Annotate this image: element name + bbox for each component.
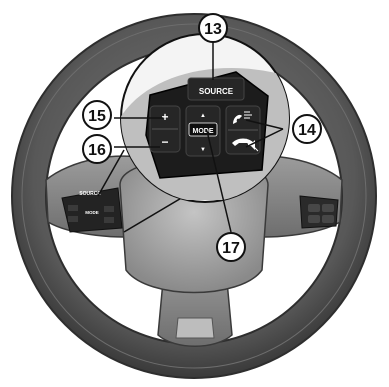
callout-14-label: 14: [298, 122, 316, 139]
right-spoke-button-1: [308, 204, 320, 212]
right-spoke-button-2: [322, 204, 334, 212]
source-button-label: SOURCE: [199, 87, 234, 96]
wheel-right-control-panel: [300, 196, 338, 228]
small-plus-button: [68, 205, 78, 211]
mode-button-label: MODE: [193, 128, 214, 135]
right-spoke-button-4: [322, 215, 334, 223]
callout-13: 13: [199, 14, 227, 42]
callout-17: 17: [217, 233, 245, 261]
volume-plus-symbol: +: [161, 110, 168, 124]
callout-15: 15: [83, 101, 111, 129]
callout-16: 16: [83, 135, 111, 163]
small-mode-label: MODE: [85, 210, 99, 215]
callout-16-label: 16: [88, 142, 106, 159]
callout-13-label: 13: [204, 21, 222, 38]
small-minus-button: [68, 216, 78, 222]
scroll-down-symbol: ▼: [200, 147, 206, 153]
scroll-up-symbol: ▲: [200, 113, 206, 119]
callout-17-label: 17: [222, 240, 240, 257]
small-source-label: SOURCE: [79, 191, 101, 197]
small-phone-button: [104, 206, 114, 212]
small-mute-button: [104, 217, 114, 223]
callout-15-label: 15: [88, 108, 106, 125]
volume-minus-symbol: −: [161, 135, 168, 149]
callout-14: 14: [293, 115, 321, 143]
right-spoke-button-3: [308, 215, 320, 223]
